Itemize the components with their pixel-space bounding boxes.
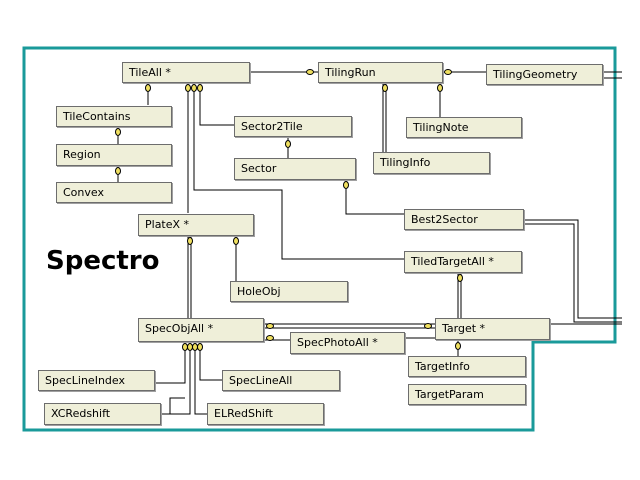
table-tileall[interactable]: TileAll * xyxy=(122,62,250,83)
table-xcredshift[interactable]: XCRedshift xyxy=(44,403,161,425)
table-tilingnote[interactable]: TilingNote xyxy=(406,117,522,138)
table-convex[interactable]: Convex xyxy=(56,182,172,203)
table-targetinfo[interactable]: TargetInfo xyxy=(408,356,526,377)
table-sector2tile[interactable]: Sector2Tile xyxy=(234,116,352,137)
table-best2sector[interactable]: Best2Sector xyxy=(404,209,524,230)
table-region[interactable]: Region xyxy=(56,144,172,166)
key-markers xyxy=(115,69,463,351)
table-sector[interactable]: Sector xyxy=(234,158,356,180)
table-specobjall[interactable]: SpecObjAll * xyxy=(138,318,264,342)
table-speclineall[interactable]: SpecLineAll xyxy=(222,370,340,391)
table-tiledtargetall[interactable]: TiledTargetAll * xyxy=(404,251,522,273)
table-platex[interactable]: PlateX * xyxy=(138,214,254,236)
table-tilecontains[interactable]: TileContains xyxy=(56,106,172,127)
table-holeobj[interactable]: HoleObj xyxy=(230,281,348,302)
relationship-lines xyxy=(117,71,622,415)
table-target[interactable]: Target * xyxy=(435,318,550,340)
diagram-frame xyxy=(22,46,617,432)
table-targetparam[interactable]: TargetParam xyxy=(408,384,526,405)
table-speclineindex[interactable]: SpecLineIndex xyxy=(38,370,155,391)
table-tilinggeometry[interactable]: TilingGeometry xyxy=(486,64,603,85)
table-elredshift[interactable]: ELRedShift xyxy=(207,403,324,425)
table-tilinginfo[interactable]: TilingInfo xyxy=(373,152,490,174)
diagram-title: Spectro xyxy=(46,246,160,276)
table-specphotoall[interactable]: SpecPhotoAll * xyxy=(290,332,405,354)
table-tilingrun[interactable]: TilingRun xyxy=(318,62,443,83)
